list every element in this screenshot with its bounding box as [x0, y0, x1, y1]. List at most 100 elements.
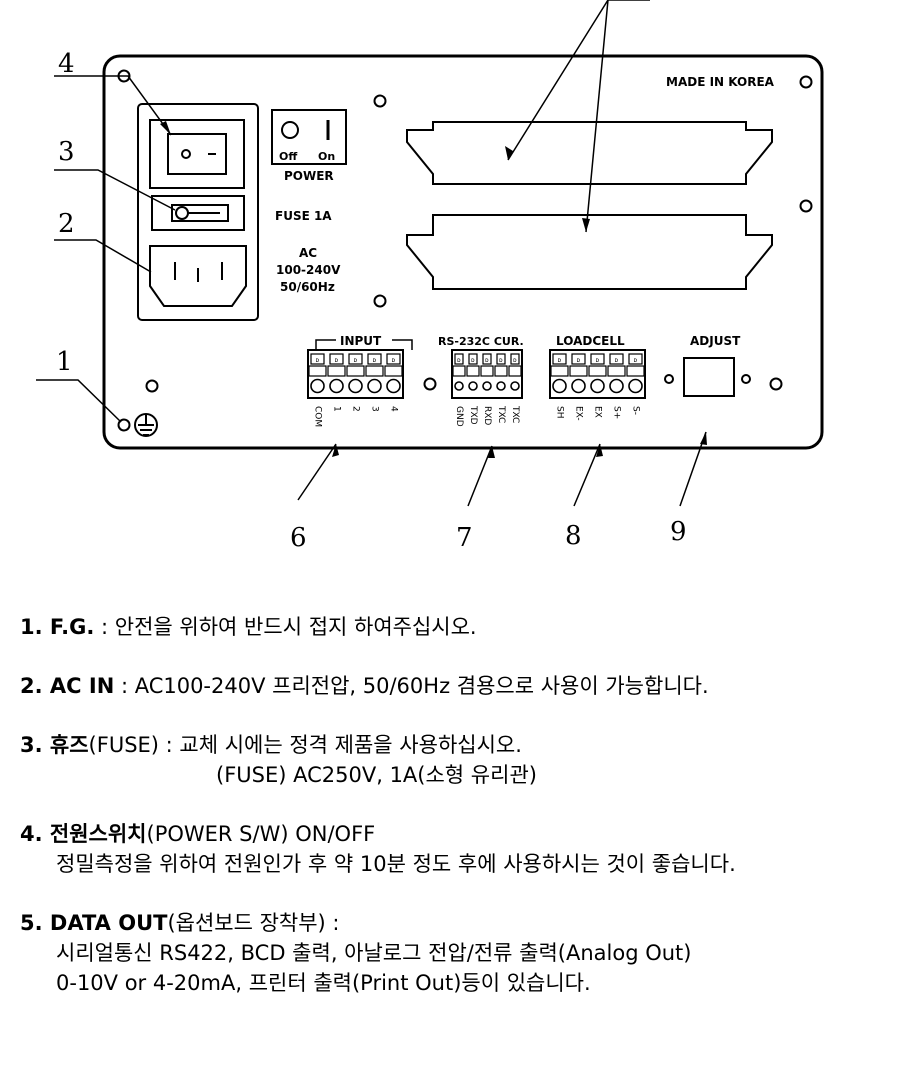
input-screw-slot — [310, 353, 325, 365]
input-label: INPUT — [340, 334, 382, 348]
loadcell-pin-label: S+ — [612, 406, 622, 419]
svg-text:ᴅ: ᴅ — [392, 357, 396, 364]
rs232-pin-label: TXC — [510, 405, 520, 423]
callout-number-8: 8 — [565, 521, 582, 551]
input-pin — [310, 378, 325, 394]
rs232-label: RS-232C CUR. — [438, 335, 524, 348]
arrowhead — [700, 432, 707, 445]
db-connector-top — [406, 121, 773, 185]
callout-line-1 — [36, 379, 122, 423]
callout-number-6: 6 — [290, 523, 307, 553]
rs232-pin — [468, 381, 478, 391]
db-connector-bottom — [406, 214, 773, 290]
ac-frequency-label: 50/60Hz — [280, 280, 335, 294]
switch-on-label: On — [318, 150, 335, 163]
item-3-detail: (FUSE) AC250V, 1A(소형 유리관) — [216, 763, 537, 787]
svg-text:ᴅ: ᴅ — [615, 357, 619, 364]
input-pin — [386, 378, 401, 394]
loadcell-pin-label: EX- — [574, 406, 584, 421]
input-pin-label: 1 — [332, 406, 342, 412]
arrowhead — [582, 218, 590, 232]
rs232-screw-slot — [482, 353, 492, 365]
fuse-label: FUSE 1A — [275, 209, 332, 223]
item-1: 1. F.G. : 안전을 위하여 반드시 접지 하여주십시오. — [20, 615, 477, 639]
power-switch — [149, 119, 245, 189]
mount-hole — [145, 379, 159, 393]
adjust-label: ADJUST — [690, 334, 741, 348]
item-4-detail: 정밀측정을 위하여 전원인가 후 약 10분 정도 후에 사용하시는 것이 좋습… — [56, 852, 736, 876]
callout-number-9: 9 — [670, 517, 687, 547]
loadcell-pin — [628, 378, 643, 394]
input-pin — [348, 378, 363, 394]
rs232-screw-slot — [496, 353, 506, 365]
mount-hole — [799, 199, 813, 213]
rs232-pin-label: TXC — [496, 405, 506, 423]
svg-text:ᴅ: ᴅ — [596, 357, 600, 364]
loadcell-pin-label: SH — [555, 406, 565, 418]
rs232-pin-label: RXD — [482, 406, 492, 425]
ground-icon — [134, 413, 158, 437]
input-screw-slot — [367, 353, 382, 365]
mount-hole — [423, 377, 437, 391]
input-pin — [329, 378, 344, 394]
loadcell-screw-slot — [552, 353, 567, 365]
fuse-holder — [151, 195, 245, 231]
svg-text:ᴅ: ᴅ — [457, 357, 461, 364]
svg-text:ᴅ: ᴅ — [485, 357, 489, 364]
svg-text:ᴅ: ᴅ — [373, 357, 377, 364]
rs232-screw-slot — [468, 353, 478, 365]
item-2: 2. AC IN : AC100-240V 프리전압, 50/60Hz 겸용으로… — [20, 674, 709, 698]
mount-hole — [799, 75, 813, 89]
loadcell-screw-slot — [590, 353, 605, 365]
svg-text:ᴅ: ᴅ — [499, 357, 503, 364]
arrowhead — [332, 444, 339, 457]
item-4: 4. 전원스위치(POWER S/W) ON/OFF 정밀측정을 위하여 전원인… — [20, 819, 890, 879]
svg-text:ᴅ: ᴅ — [558, 357, 562, 364]
rs232-pin — [510, 381, 520, 391]
mount-hole — [373, 294, 387, 308]
svg-text:ᴅ: ᴅ — [471, 357, 475, 364]
mount-hole — [117, 418, 131, 432]
loadcell-screw-slot — [609, 353, 624, 365]
callout-line-3 — [54, 169, 176, 211]
svg-text:ᴅ: ᴅ — [577, 357, 581, 364]
callout-line-6 — [297, 443, 337, 501]
input-pin-label: COM — [313, 406, 323, 427]
callout-line-2 — [54, 239, 152, 273]
rs232-screw-slot — [454, 353, 464, 365]
item-5-detail-1: 시리얼통신 RS422, BCD 출력, 아날로그 전압/전류 출력(Analo… — [56, 941, 692, 965]
ac-inlet-module — [137, 103, 259, 321]
svg-text:ᴅ: ᴅ — [634, 357, 638, 364]
callout-line-5a — [507, 0, 609, 233]
input-pin-label: 4 — [389, 406, 399, 412]
description-list: 1. F.G. : 안전을 위하여 반드시 접지 하여주십시오. 2. AC I… — [20, 612, 890, 998]
loadcell-pin — [571, 378, 586, 394]
rs232-pin-label: GND — [454, 406, 464, 427]
item-5-detail-2: 0-10V or 4-20mA, 프린터 출력(Print Out)등이 있습니… — [56, 971, 591, 995]
loadcell-pin — [609, 378, 624, 394]
power-label: POWER — [284, 169, 334, 183]
callout-line-8 — [573, 443, 601, 507]
rs232-screw-slot — [510, 353, 520, 365]
arrowhead — [596, 444, 603, 457]
callout-number-2: 2 — [58, 209, 75, 239]
callout-number-4: 4 — [58, 49, 75, 79]
svg-text:ᴅ: ᴅ — [354, 357, 358, 364]
loadcell-pin — [590, 378, 605, 394]
arrowhead — [488, 446, 495, 458]
item-3: 3. 휴즈(FUSE) : 교체 시에는 정격 제품을 사용하십시오. (FUS… — [20, 730, 890, 790]
rs232-pin — [496, 381, 506, 391]
svg-text:ᴅ: ᴅ — [316, 357, 320, 364]
callout-number-3: 3 — [58, 137, 75, 167]
callout-line-7 — [467, 445, 493, 507]
ac-label: AC — [299, 246, 317, 260]
item-5: 5. DATA OUT(옵션보드 장착부) : 시리얼통신 RS422, BCD… — [20, 908, 890, 998]
switch-off-label: Off — [279, 150, 297, 163]
switch-indicator — [271, 109, 347, 165]
input-screw-slot — [348, 353, 363, 365]
arrowhead — [505, 146, 513, 160]
svg-text:ᴅ: ᴅ — [335, 357, 339, 364]
arrowhead — [160, 121, 171, 135]
